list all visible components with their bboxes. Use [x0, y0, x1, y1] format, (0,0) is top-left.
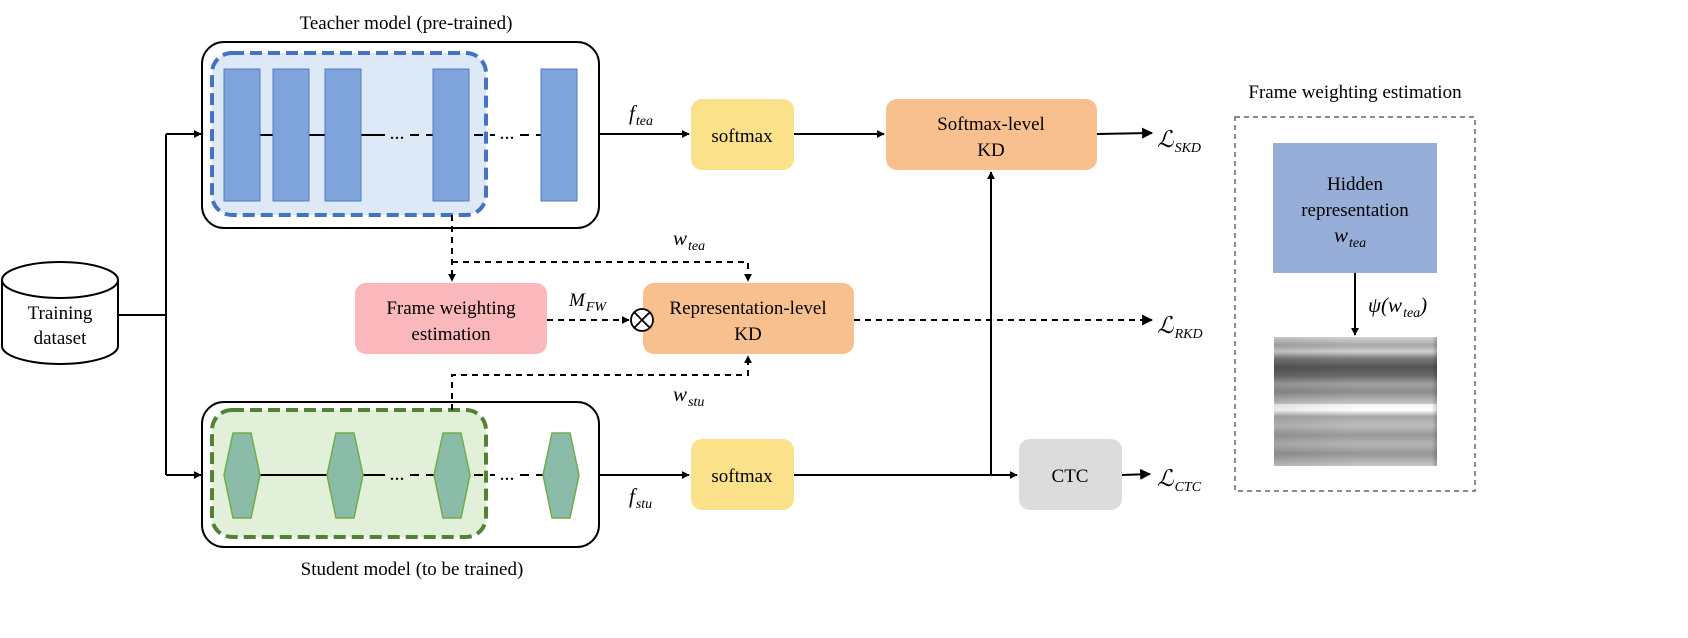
student-layer	[326, 432, 364, 519]
loss-skd-label: ℒSKD	[1157, 127, 1201, 156]
student-ellipsis: ...	[500, 463, 515, 485]
teacher-layer	[540, 68, 578, 202]
ctc-label: CTC	[1052, 466, 1089, 487]
teacher-softmax-label: softmax	[711, 126, 773, 147]
representation-kd-label-line1: Representation-level	[669, 298, 826, 319]
representation-kd-box: Representation-level KD	[643, 283, 854, 354]
hidden-representation-box	[1273, 143, 1437, 273]
frame-weighting-panel: Hidden representation wtea ψ(wtea)	[1234, 116, 1476, 492]
f-tea-label: ftea	[629, 101, 653, 129]
student-softmax-label: softmax	[711, 466, 773, 487]
dataset-connectors	[118, 130, 202, 479]
psi-label: ψ(wtea)	[1368, 293, 1427, 321]
student-model-title: Student model (to be trained)	[301, 559, 524, 580]
w-tea-label: wtea	[673, 226, 705, 254]
frame-weighting-box: Frame weighting estimation	[355, 283, 547, 354]
w-stu-label: wstu	[673, 382, 704, 410]
frame-weighting-label-line1: Frame weighting	[386, 298, 516, 319]
dataset-label-line2: dataset	[34, 328, 87, 349]
student-layer	[223, 432, 261, 519]
teacher-ellipsis: ...	[390, 122, 405, 144]
representation-kd-label-line2: KD	[734, 324, 761, 345]
teacher-model-box: ... ...	[201, 41, 600, 229]
ctc-box: CTC	[1019, 439, 1122, 510]
teacher-layer	[324, 68, 362, 202]
teacher-ellipsis: ...	[500, 122, 515, 144]
teacher-layer	[272, 68, 310, 202]
m-fw-label: MFW	[568, 290, 607, 315]
teacher-layer	[432, 68, 470, 202]
panel-title: Frame weighting estimation	[1248, 82, 1462, 103]
student-layer	[542, 432, 580, 519]
student-model-box: ... ...	[201, 401, 600, 548]
student-softmax-box: softmax	[691, 439, 794, 510]
student-layer	[433, 432, 471, 519]
softmax-kd-box: Softmax-level KD	[886, 99, 1097, 170]
training-dataset-cylinder: Training dataset	[1, 261, 119, 365]
solid-arrows	[599, 127, 1154, 480]
softmax-kd-label-line1: Softmax-level	[937, 114, 1045, 135]
dashed-arrows	[448, 215, 1154, 410]
loss-ctc-label: ℒCTC	[1157, 466, 1202, 495]
teacher-softmax-box: softmax	[691, 99, 794, 170]
teacher-model-title: Teacher model (pre-trained)	[300, 13, 513, 34]
hidden-label-line2: representation	[1301, 200, 1409, 221]
teacher-layer	[223, 68, 261, 202]
dataset-label-line1: Training	[28, 303, 93, 324]
f-stu-label: fstu	[629, 484, 652, 512]
frame-weight-heatmap	[1274, 337, 1437, 466]
multiply-operator-icon	[630, 308, 654, 332]
hidden-label-line1: Hidden	[1327, 174, 1383, 195]
loss-rkd-label: ℒRKD	[1157, 313, 1203, 342]
hidden-var-label: wtea	[1334, 223, 1366, 251]
student-ellipsis: ...	[390, 463, 405, 485]
frame-weighting-label-line2: estimation	[411, 324, 491, 345]
softmax-kd-label-line2: KD	[977, 140, 1004, 161]
